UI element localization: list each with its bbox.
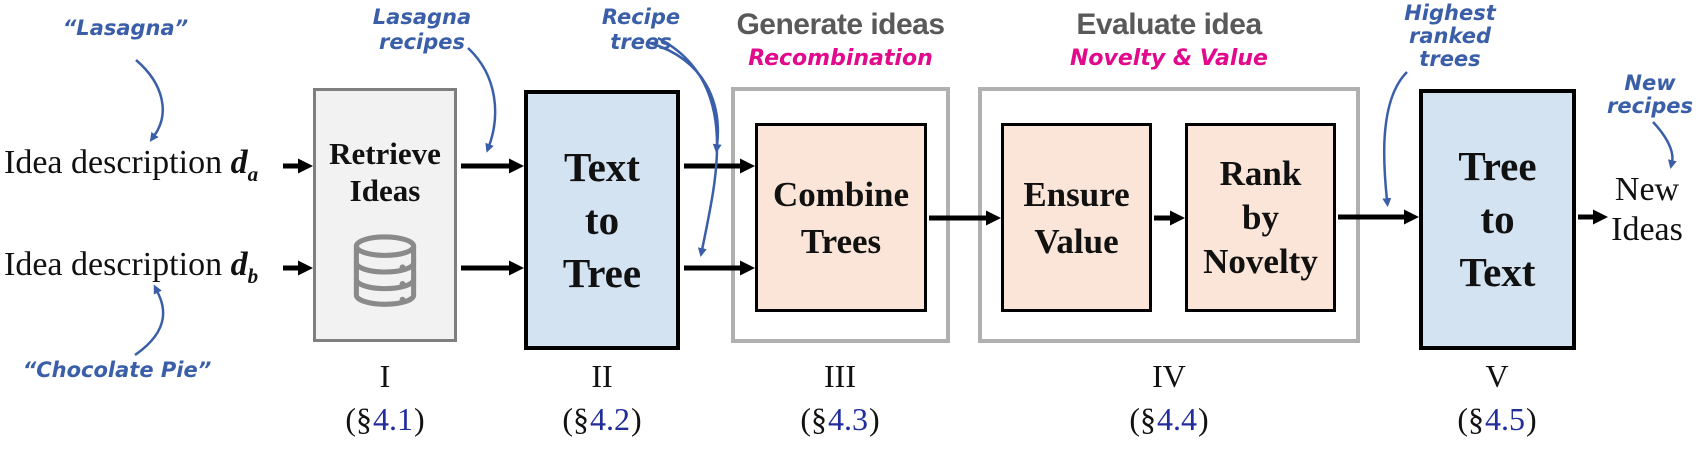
ref-open: (§ (1129, 401, 1156, 437)
text-to-tree-box: Text to Tree (524, 90, 680, 350)
input-b-text: Idea description (4, 246, 231, 283)
combine-trees-box: Combine Trees (755, 123, 927, 312)
stage-1-ref: (§4.1) (305, 399, 465, 439)
arrow-lasagna-annotation (135, 59, 164, 142)
retrieve-ideas-box: Retrieve Ideas (313, 88, 457, 342)
annotation-recipe-trees: Recipe trees (601, 5, 681, 54)
stage-label-5: V (§4.5) (1417, 356, 1577, 439)
stage-2-ref: (§4.2) (522, 399, 682, 439)
input-a-sub: a (247, 161, 259, 186)
stage-label-4: IV (§4.4) (1089, 356, 1249, 439)
input-a-text: Idea description (4, 144, 231, 181)
stage-label-2: II (§4.2) (522, 356, 682, 439)
annotation-highest-ranked-trees: Highest ranked trees (1404, 1, 1496, 71)
section-ref-link-4-2[interactable]: 4.2 (590, 401, 630, 437)
ref-open: (§ (1457, 401, 1484, 437)
stage-1-numeral: I (379, 358, 391, 394)
annotation-lasagna: “Lasagna” (62, 16, 189, 40)
arrow-highest-ranked-annotation (1382, 71, 1408, 208)
rank-by-novelty-label: Rank by Novelty (1203, 153, 1318, 281)
ref-close: ) (1198, 401, 1209, 437)
input-b-sub: b (247, 263, 259, 288)
retrieve-ideas-label: Retrieve Ideas (329, 136, 441, 208)
combine-trees-label: Combine Trees (772, 174, 910, 261)
stage-4-ref: (§4.4) (1089, 399, 1249, 439)
arrow-lasagna-recipes-annotation (467, 47, 497, 153)
stage-label-3: III (§4.3) (760, 356, 920, 439)
ref-close: ) (631, 401, 642, 437)
new-ideas-output: New Ideas (1611, 171, 1683, 248)
input-b-var: d (230, 246, 248, 283)
novelty-value-subtitle: Novelty & Value (1070, 46, 1268, 71)
stage-label-1: I (§4.1) (305, 356, 465, 439)
input-a-var: d (230, 144, 248, 181)
stage-3-numeral: III (824, 358, 856, 394)
section-ref-link-4-1[interactable]: 4.1 (373, 401, 413, 437)
ref-open: (§ (800, 401, 827, 437)
text-to-tree-label: Text to Tree (562, 143, 642, 296)
section-ref-link-4-3[interactable]: 4.3 (828, 401, 868, 437)
stage-2-numeral: II (591, 358, 613, 394)
generate-ideas-title: Generate ideas (736, 8, 945, 41)
annotation-chocolate-pie: “Chocolate Pie” (22, 358, 212, 382)
input-label-b: Idea description db (4, 246, 258, 289)
stage-5-numeral: V (1485, 358, 1509, 394)
stage-5-ref: (§4.5) (1417, 399, 1577, 439)
recombination-subtitle: Recombination (748, 46, 933, 71)
section-ref-link-4-4[interactable]: 4.4 (1157, 401, 1197, 437)
arrow-chocolate-pie-annotation (134, 284, 165, 357)
ref-close: ) (1526, 401, 1537, 437)
ref-close: ) (414, 401, 425, 437)
tree-to-text-box: Tree to Text (1419, 89, 1576, 350)
ref-open: (§ (345, 401, 372, 437)
database-icon (353, 234, 417, 307)
annotation-new-recipes: New recipes (1606, 71, 1694, 118)
input-label-a: Idea description da (4, 144, 258, 187)
stage-4-numeral: IV (1152, 358, 1186, 394)
evaluate-idea-title: Evaluate idea (1076, 8, 1262, 41)
ensure-value-box: Ensure Value (1001, 123, 1152, 312)
tree-to-text-label: Tree to Text (1458, 143, 1537, 295)
ensure-value-label: Ensure Value (1023, 174, 1130, 261)
annotation-lasagna-recipes: Lasagna recipes (372, 5, 472, 54)
arrow-new-recipes-annotation (1652, 121, 1677, 170)
rank-by-novelty-box: Rank by Novelty (1185, 123, 1336, 312)
ref-open: (§ (562, 401, 589, 437)
ref-close: ) (869, 401, 880, 437)
section-ref-link-4-5[interactable]: 4.5 (1485, 401, 1525, 437)
stage-3-ref: (§4.3) (760, 399, 920, 439)
